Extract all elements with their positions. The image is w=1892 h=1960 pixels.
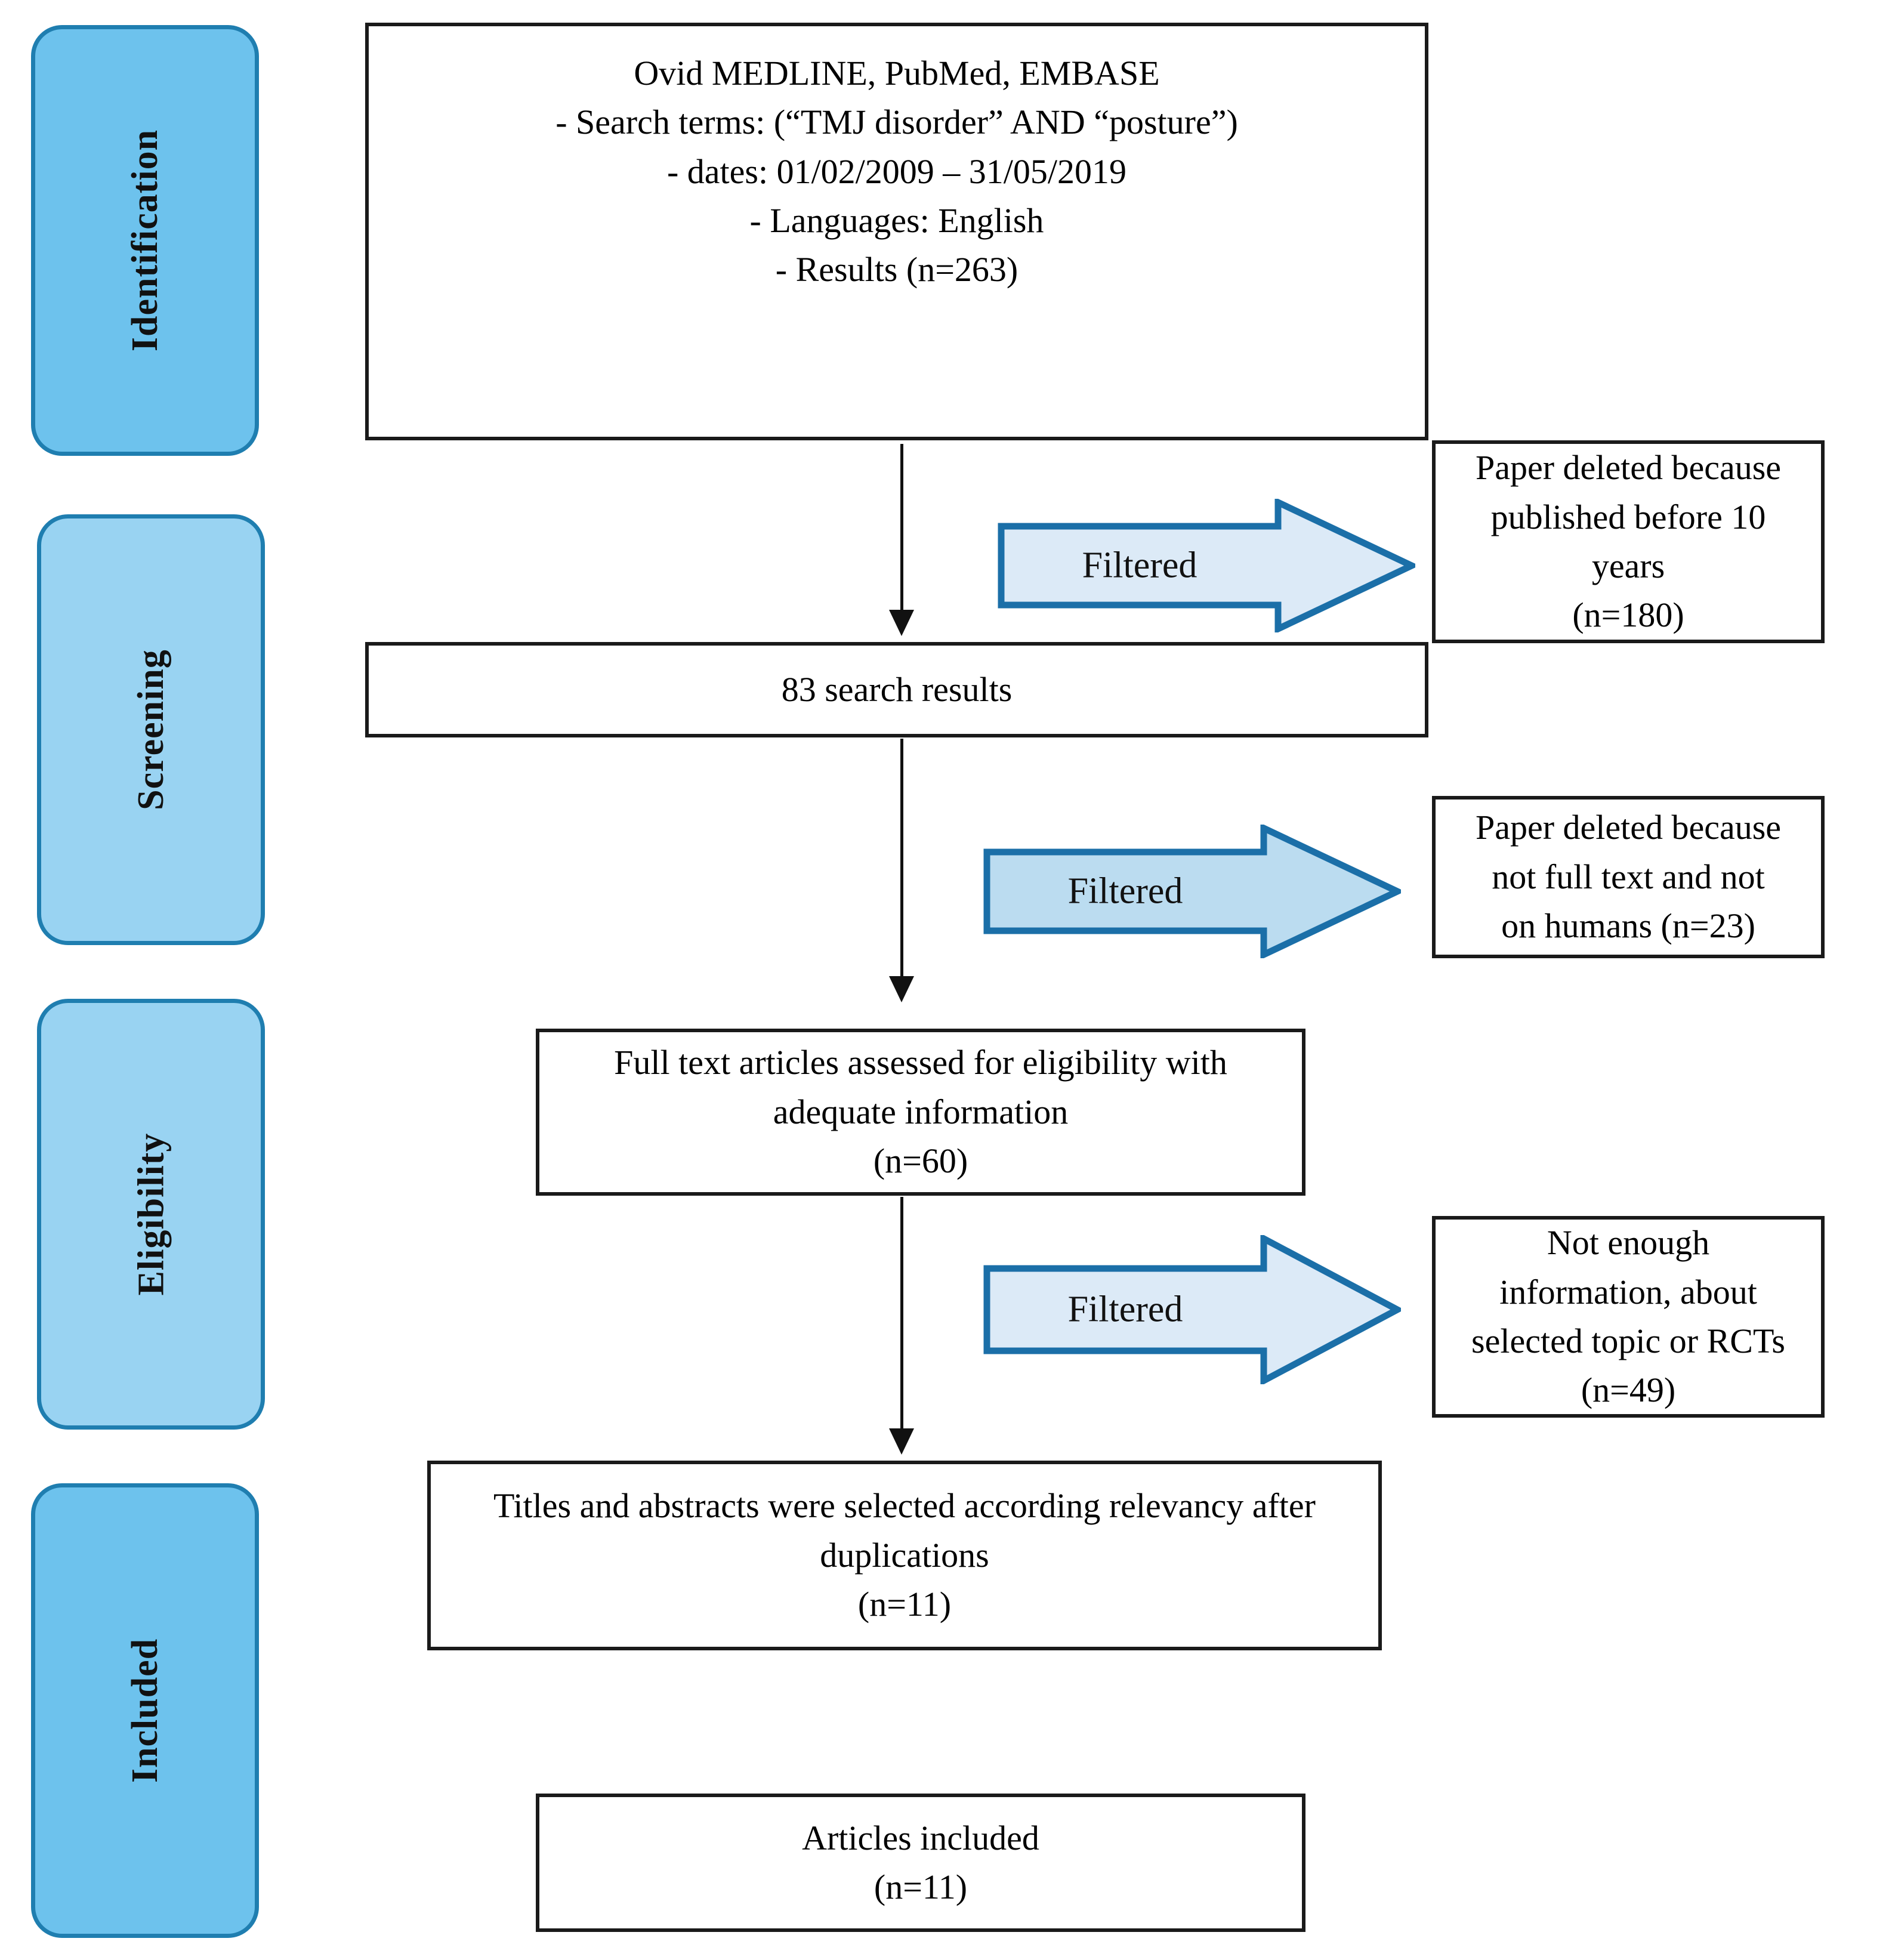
filtered-arrow-3: Filtered bbox=[983, 1235, 1401, 1384]
full-text-box: Full text articles assessed for eligibil… bbox=[536, 1029, 1305, 1196]
identification-line-1: Ovid MEDLINE, PubMed, EMBASE bbox=[634, 54, 1160, 92]
exclusion-box-2-line-2: not full text and not bbox=[1492, 857, 1765, 896]
exclusion-box-1-line-4: (n=180) bbox=[1572, 595, 1684, 635]
titles-abstracts-line-2: duplications bbox=[820, 1535, 989, 1575]
full-text-line-3: (n=60) bbox=[873, 1141, 968, 1181]
exclusion-box-3-line-4: (n=49) bbox=[1581, 1371, 1676, 1410]
articles-included-line-2: (n=11) bbox=[874, 1868, 968, 1906]
articles-included-line-1: Articles included bbox=[802, 1818, 1039, 1857]
connector-eligibility-to-included bbox=[889, 1197, 914, 1455]
exclusion-box-3-line-1: Not enough bbox=[1547, 1223, 1710, 1263]
stage-label-identification: Identification bbox=[125, 129, 166, 352]
filtered-arrow-2: Filtered bbox=[983, 825, 1401, 958]
articles-included-box: Articles included (n=11) bbox=[536, 1794, 1305, 1932]
titles-abstracts-box: Titles and abstracts were selected accor… bbox=[427, 1461, 1382, 1650]
connector-identification-to-screening bbox=[889, 444, 914, 636]
filtered-arrow-1: Filtered bbox=[998, 499, 1415, 632]
exclusion-box-2-line-1: Paper deleted because bbox=[1475, 808, 1782, 847]
screening-results-line-1: 83 search results bbox=[781, 669, 1013, 709]
identification-line-2: - Search terms: (“TMJ disorder” AND “pos… bbox=[555, 103, 1238, 142]
stage-pill-included: Included bbox=[31, 1483, 259, 1938]
exclusion-box-1: Paper deleted because published before 1… bbox=[1432, 440, 1825, 643]
identification-box: Ovid MEDLINE, PubMed, EMBASE - Search te… bbox=[365, 23, 1428, 440]
titles-abstracts-line-3: (n=11) bbox=[857, 1585, 952, 1624]
stage-pill-identification: Identification bbox=[31, 25, 259, 456]
exclusion-box-1-line-1: Paper deleted because bbox=[1475, 448, 1782, 487]
exclusion-box-2: Paper deleted because not full text and … bbox=[1432, 796, 1825, 958]
identification-line-5: - Results (n=263) bbox=[775, 250, 1018, 289]
exclusion-box-1-line-3: years bbox=[1591, 547, 1665, 585]
screening-results-box: 83 search results bbox=[365, 642, 1428, 737]
stage-label-screening: Screening bbox=[131, 649, 171, 810]
stage-label-eligibility: Eligibility bbox=[131, 1132, 171, 1296]
identification-line-4: - Languages: English bbox=[749, 201, 1044, 240]
exclusion-box-2-line-3: on humans (n=23) bbox=[1501, 906, 1755, 946]
stage-pill-screening: Screening bbox=[37, 514, 265, 945]
stage-pill-eligibility: Eligibility bbox=[37, 999, 265, 1430]
stage-label-included: Included bbox=[124, 1638, 165, 1783]
connector-screening-to-eligibility bbox=[889, 739, 914, 1002]
full-text-line-2: adequate information bbox=[773, 1092, 1069, 1131]
identification-line-3: - dates: 01/02/2009 – 31/05/2019 bbox=[666, 152, 1127, 191]
exclusion-box-3-line-2: information, about bbox=[1499, 1272, 1757, 1311]
exclusion-box-1-line-2: published before 10 bbox=[1490, 497, 1766, 536]
full-text-line-1: Full text articles assessed for eligibil… bbox=[614, 1043, 1227, 1082]
exclusion-box-3-line-3: selected topic or RCTs bbox=[1471, 1322, 1785, 1360]
titles-abstracts-line-1: Titles and abstracts were selected accor… bbox=[493, 1486, 1316, 1526]
exclusion-box-3: Not enough information, about selected t… bbox=[1432, 1216, 1825, 1418]
